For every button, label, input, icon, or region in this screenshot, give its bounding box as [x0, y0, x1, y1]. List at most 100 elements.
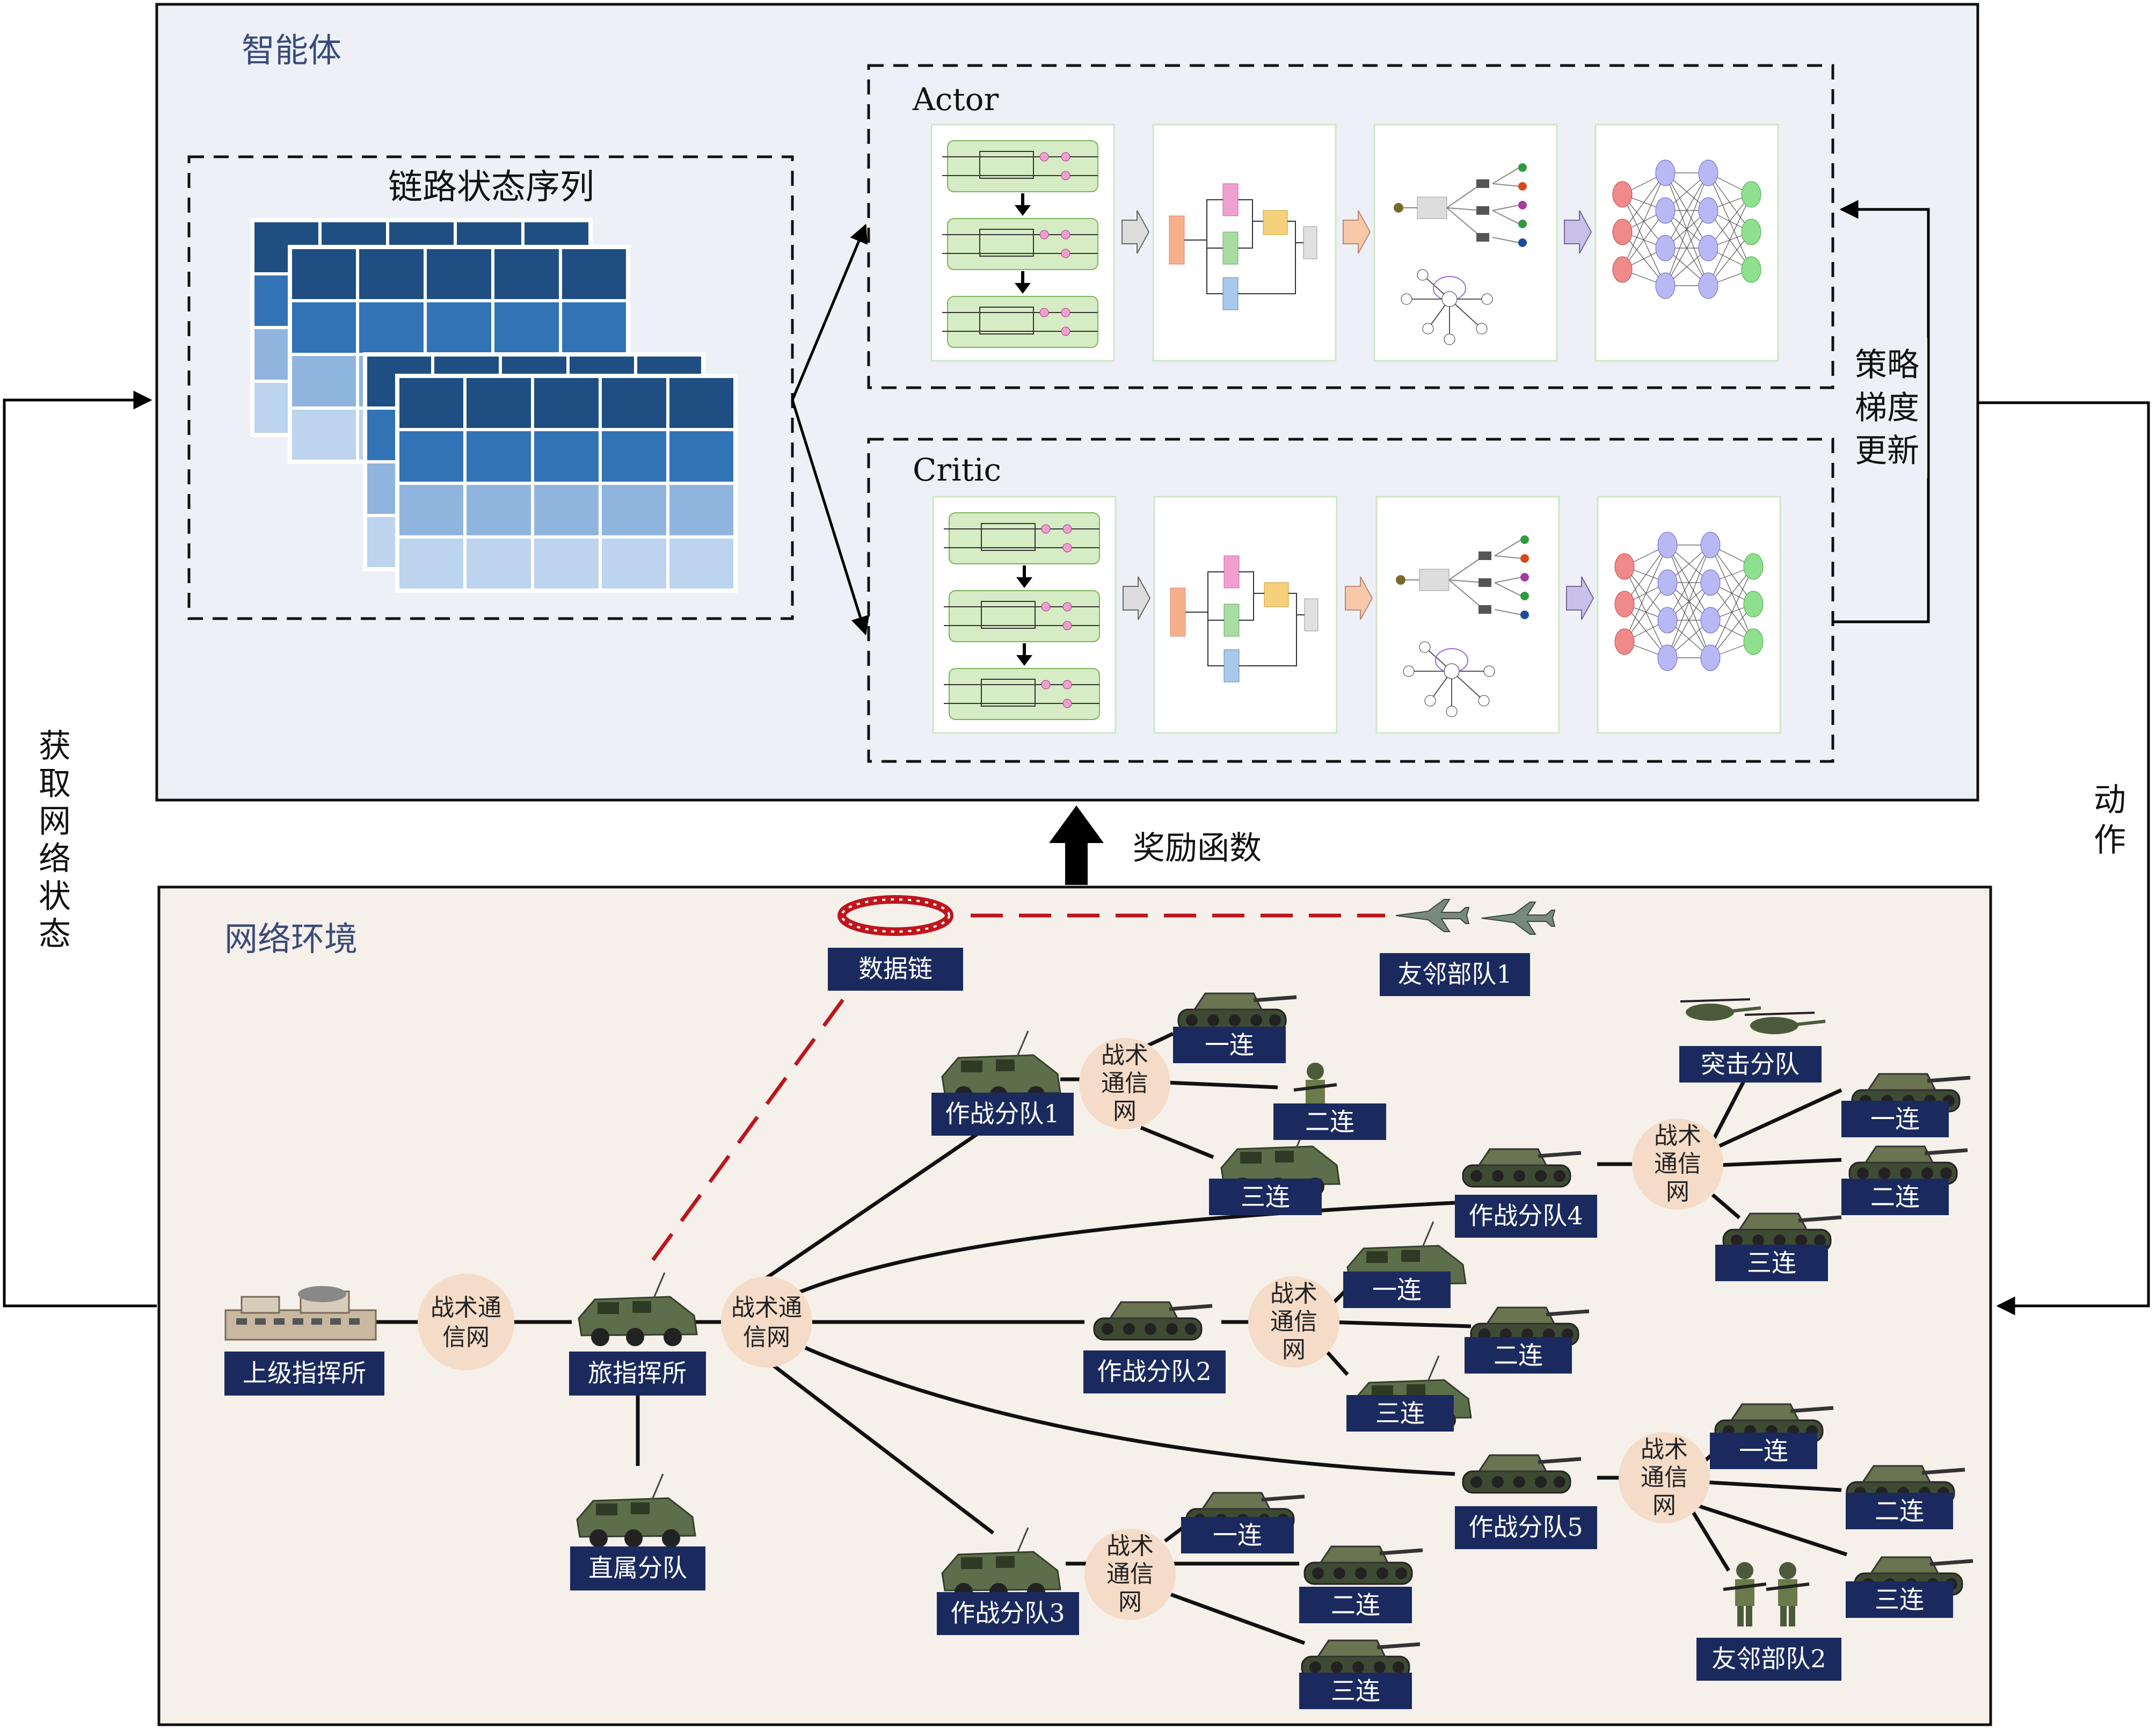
actor-label: Actor	[912, 81, 999, 118]
get-state-arrow	[3, 390, 157, 1308]
reward-label: 奖励函数	[1133, 830, 1262, 867]
svg-text:二连: 二连	[1494, 1341, 1543, 1370]
critic-stage-arrow-2	[1345, 576, 1373, 620]
label-s1-company1: 一连	[1173, 1027, 1286, 1063]
policy-update-line-2: 梯度	[1855, 389, 1919, 427]
svg-text:三连: 三连	[1747, 1248, 1796, 1277]
svg-text:一连: 一连	[1205, 1030, 1254, 1059]
tactical-net-squad2-line-3: 网	[1282, 1336, 1306, 1363]
state-sequence-box	[187, 155, 794, 620]
policy-update-arrow	[1833, 200, 1930, 623]
label-s2-company2: 二连	[1465, 1337, 1572, 1374]
tactical-net-brigade: 战术通 信网	[721, 1276, 812, 1368]
tactical-net-squad2-line-2: 通信	[1270, 1308, 1317, 1335]
svg-text:直属分队: 直属分队	[588, 1553, 687, 1582]
label-s4-company2: 二连	[1841, 1179, 1949, 1215]
label-neighbor1: 友邻部队1	[1380, 953, 1530, 996]
label-direct-unit: 直属分队	[570, 1546, 705, 1590]
label-s5-company3: 三连	[1846, 1581, 1953, 1618]
tactical-net-brigade-line-2: 信网	[743, 1324, 790, 1351]
policy-update-line-1: 策略	[1855, 346, 1919, 384]
critic-block-module	[1153, 496, 1338, 734]
svg-text:三连: 三连	[1375, 1399, 1425, 1428]
policy-update-label-bg	[1847, 338, 1927, 478]
label-s5-company2: 二连	[1846, 1493, 1953, 1529]
critic-nn-module	[1597, 496, 1781, 734]
tactical-net-squad2-line-1: 战术	[1270, 1280, 1317, 1308]
superior-cp-building-icon	[224, 1286, 377, 1341]
label-neighbor2: 友邻部队2	[1696, 1638, 1841, 1681]
svg-text:一连: 一连	[1372, 1275, 1422, 1304]
label-s1-company2: 二连	[1273, 1103, 1386, 1140]
tactical-net-superior: 战术通 信网	[418, 1274, 514, 1370]
svg-text:一连: 一连	[1213, 1521, 1262, 1550]
tactical-net-squad3-line-1: 战术	[1106, 1532, 1154, 1560]
label-squad5: 作战分队5	[1455, 1506, 1597, 1549]
tactical-net-superior-line-2: 信网	[442, 1324, 490, 1351]
actor-stage-arrow-2	[1343, 210, 1371, 254]
get-state-line-1: 获	[39, 728, 71, 765]
actor-stage-arrow-3	[1564, 210, 1592, 254]
svg-text:上级指挥所: 上级指挥所	[243, 1359, 366, 1388]
critic-stage-arrow-3	[1566, 576, 1594, 620]
svg-text:作战分队2: 作战分队2	[1097, 1357, 1211, 1386]
tactical-net-squad4: 战术 通信 网	[1632, 1118, 1723, 1210]
label-superior-cp: 上级指挥所	[224, 1352, 384, 1396]
label-s1-company3: 三连	[1209, 1179, 1322, 1215]
critic-lstm-module	[933, 497, 1116, 733]
tactical-net-squad4-line-1: 战术	[1654, 1122, 1701, 1150]
label-s4-company3: 三连	[1715, 1245, 1828, 1281]
label-s3-company2: 二连	[1299, 1587, 1412, 1623]
tactical-net-squad3-line-2: 通信	[1106, 1560, 1154, 1588]
svg-text:作战分队1: 作战分队1	[945, 1099, 1059, 1128]
datalink-ring-icon	[837, 895, 953, 936]
action-arrow	[1978, 401, 2150, 1316]
actor-block-module	[1152, 124, 1337, 362]
svg-text:数据链: 数据链	[858, 954, 933, 983]
tactical-net-squad5-line-1: 战术	[1641, 1436, 1688, 1463]
get-state-line-3: 网	[39, 803, 71, 840]
label-s2-company3: 三连	[1346, 1395, 1454, 1432]
svg-text:作战分队3: 作战分队3	[950, 1599, 1065, 1628]
state-sequence-title: 链路状态序列	[388, 168, 594, 207]
get-state-line-2: 取	[39, 765, 71, 803]
label-squad3: 作战分队3	[937, 1592, 1079, 1635]
environment-title: 网络环境	[224, 919, 358, 958]
svg-text:三连: 三连	[1331, 1676, 1380, 1705]
label-s3-company1: 一连	[1181, 1517, 1294, 1553]
svg-text:二连: 二连	[1305, 1107, 1354, 1136]
tactical-net-squad1: 战术 通信 网	[1079, 1038, 1170, 1129]
get-state-line-6: 态	[39, 916, 71, 953]
label-assault: 突击分队	[1679, 1046, 1822, 1083]
svg-text:二连: 二连	[1875, 1497, 1924, 1526]
actor-stage-arrow-1	[1121, 210, 1150, 254]
svg-text:突击分队: 突击分队	[1701, 1050, 1800, 1079]
tactical-net-squad1-line-1: 战术	[1101, 1042, 1148, 1069]
svg-text:友邻部队2: 友邻部队2	[1711, 1644, 1826, 1673]
svg-text:二连: 二连	[1870, 1182, 1920, 1211]
svg-text:三连: 三连	[1241, 1182, 1290, 1211]
tactical-net-squad5-line-2: 通信	[1641, 1464, 1688, 1491]
tactical-net-squad5-line-3: 网	[1652, 1492, 1676, 1519]
svg-text:一连: 一连	[1739, 1436, 1788, 1465]
action-line-2: 作	[2094, 822, 2126, 859]
label-brigade-cp: 旅指挥所	[569, 1352, 706, 1396]
tactical-net-squad1-line-3: 网	[1113, 1098, 1137, 1125]
tactical-net-squad3-line-3: 网	[1118, 1588, 1142, 1616]
label-s5-company1: 一连	[1710, 1433, 1817, 1469]
actor-graph-module	[1373, 124, 1558, 362]
critic-label: Critic	[913, 452, 1001, 488]
svg-text:三连: 三连	[1875, 1585, 1924, 1614]
label-squad1: 作战分队1	[931, 1093, 1074, 1136]
actor-lstm-module	[931, 125, 1114, 361]
svg-text:作战分队5: 作战分队5	[1468, 1513, 1583, 1542]
action-line-1: 动	[2094, 781, 2126, 819]
tactical-net-squad4-line-2: 通信	[1654, 1150, 1701, 1178]
svg-text:二连: 二连	[1331, 1590, 1380, 1619]
label-s2-company1: 一连	[1343, 1272, 1451, 1308]
tactical-net-squad4-line-3: 网	[1666, 1178, 1689, 1205]
tactical-net-squad3: 战术 通信 网	[1084, 1529, 1176, 1620]
tactical-net-squad5: 战术 通信 网	[1619, 1432, 1710, 1523]
label-squad4: 作战分队4	[1455, 1195, 1597, 1238]
